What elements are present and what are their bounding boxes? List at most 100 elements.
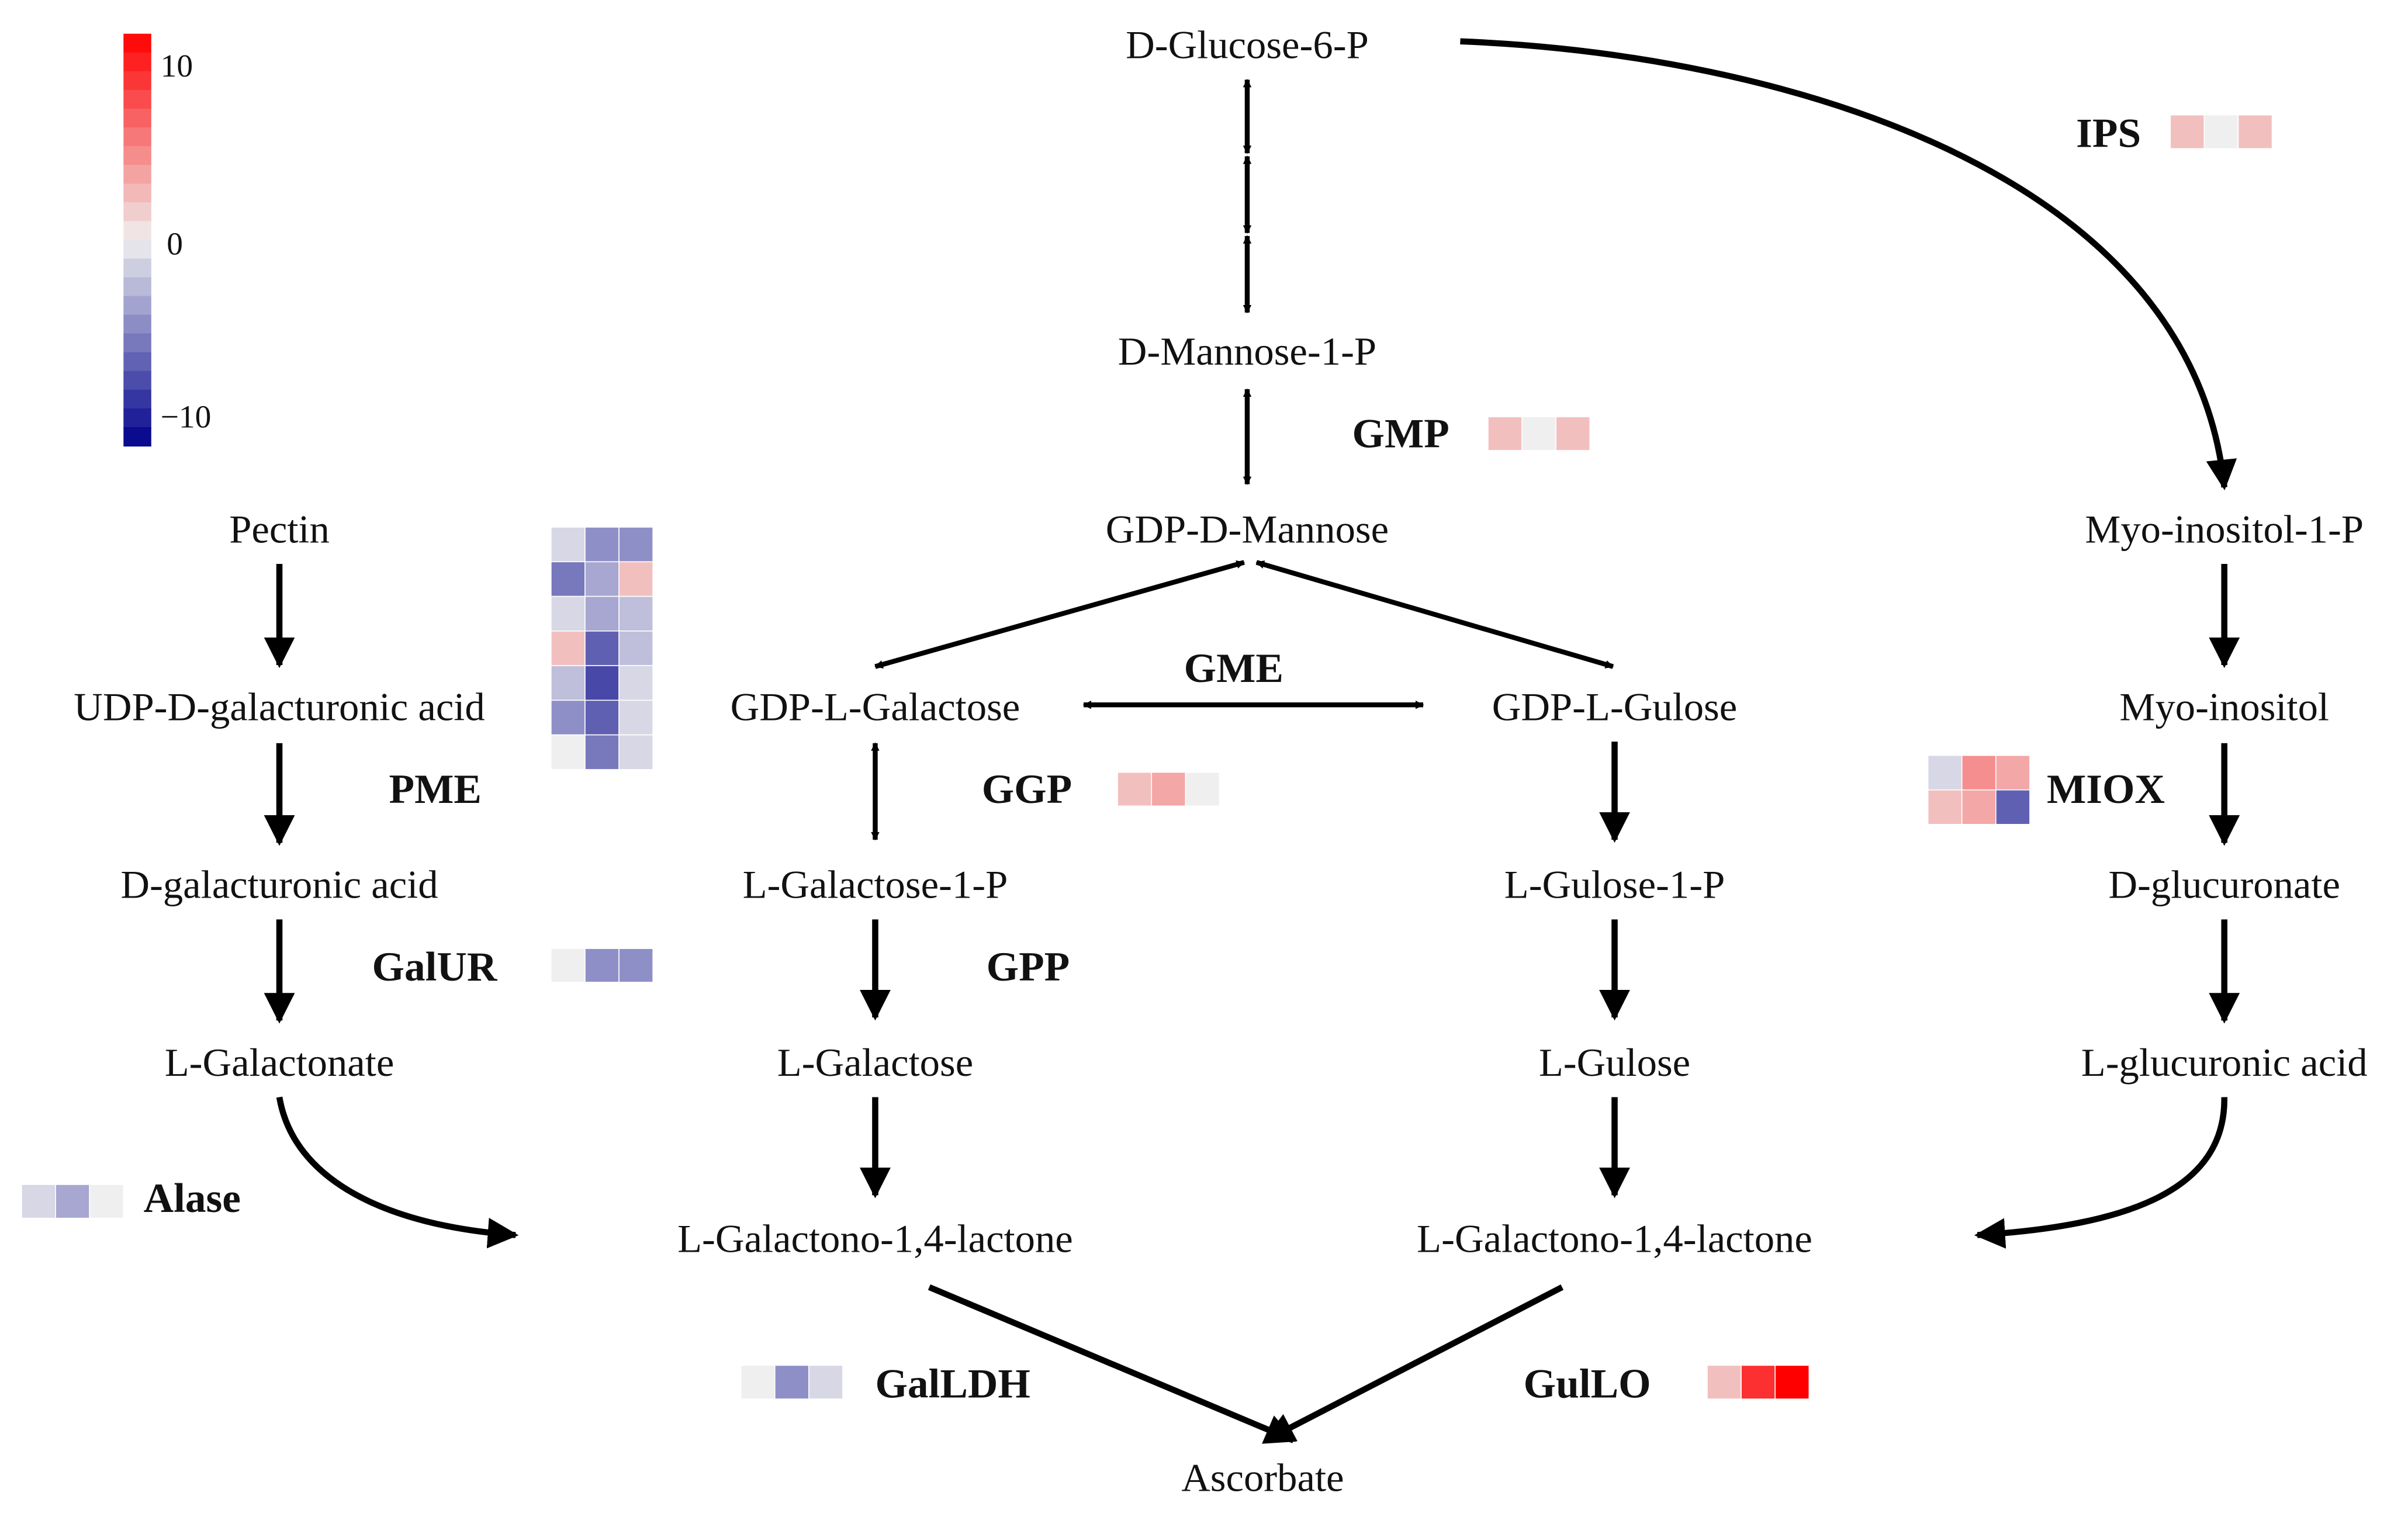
color-scale-segment — [123, 71, 151, 91]
enzyme-gullo: GulLO — [1524, 1362, 1651, 1407]
node-l-galactose-1-p: L-Galactose-1-P — [743, 863, 1008, 907]
color-scale-segment — [123, 221, 151, 241]
heatmap-cell-ggp — [1117, 771, 1152, 807]
heatmap-cell-miox — [1961, 754, 1997, 791]
color-scale-segment — [123, 240, 151, 259]
heatmap-cell-pme — [584, 699, 620, 736]
node-pectin: Pectin — [229, 507, 330, 551]
heatmap-cell-gullo — [1741, 1364, 1776, 1400]
heatmap-cell-pme — [551, 699, 586, 736]
node-myo-inositol: Myo-inositol — [2119, 685, 2329, 729]
enzyme-galldh: GalLDH — [875, 1362, 1030, 1407]
heatmap-cell-pme — [584, 734, 620, 770]
heatmap-cell-gmp — [1487, 416, 1523, 451]
heatmap-cell-ips — [2203, 114, 2239, 150]
heatmap-cell-pme — [551, 631, 586, 666]
heatmap-gmp — [1487, 416, 1591, 451]
heatmap-cell-miox — [1961, 789, 1997, 825]
node-l-galactono-lactone-left: L-Galactono-1,4-lactone — [677, 1217, 1073, 1261]
heatmap-miox — [1927, 754, 2030, 825]
heatmap-cell-pme — [618, 631, 653, 666]
node-d-glucuronate: D-glucuronate — [2108, 863, 2340, 907]
heatmap-galur — [551, 948, 653, 983]
scale-mid-label: 0 — [167, 226, 183, 261]
heatmap-cell-gullo — [1774, 1364, 1810, 1400]
arrow-galactonate-lactone — [276, 1096, 519, 1249]
color-scale-segment — [123, 89, 151, 109]
arrow-gdpmannose-gdpgulose — [1255, 560, 1614, 669]
scale-max-label: 10 — [161, 48, 193, 84]
heatmap-cell-galldh — [740, 1364, 776, 1400]
heatmap-ggp — [1117, 771, 1220, 807]
color-scale-segment — [123, 33, 151, 53]
heatmap-galldh — [740, 1364, 843, 1400]
enzyme-ggp: GGP — [982, 767, 1072, 812]
heatmap-cell-galldh — [774, 1364, 809, 1400]
color-scale-segment — [123, 202, 151, 222]
node-l-galactose: L-Galactose — [777, 1040, 973, 1085]
heatmap-cell-pme — [618, 734, 653, 770]
enzyme-gmp: GMP — [1352, 411, 1449, 457]
node-gdp-l-gulose: GDP-L-Gulose — [1492, 685, 1737, 729]
enzyme-alase: Alase — [144, 1176, 241, 1221]
arrow-glucose-myoinositol1p — [1460, 38, 2237, 491]
enzyme-gpp: GPP — [987, 944, 1070, 990]
enzyme-galur: GalUR — [372, 944, 497, 990]
color-scale-segment — [123, 333, 151, 353]
node-l-galactono-lactone-right: L-Galactono-1,4-lactone — [1417, 1217, 1812, 1261]
heatmap-cell-miox — [1927, 754, 1963, 791]
node-l-galactonate: L-Galactonate — [165, 1040, 395, 1085]
heatmap-cell-galur — [584, 948, 620, 983]
heatmap-cell-pme — [618, 527, 653, 563]
heatmap-ips — [2170, 114, 2273, 150]
color-scale-segment — [123, 258, 151, 278]
pathway-arrows — [264, 38, 2240, 1444]
enzyme-labels: IPS GMP GME GGP GPP PME GalUR Alase MIOX… — [144, 111, 2165, 1407]
arrow-lactone-left-ascorbate — [928, 1284, 1297, 1444]
color-scale-segment — [123, 389, 151, 409]
heatmap-cell-ggp — [1185, 771, 1220, 807]
heatmap-cell-pme — [618, 699, 653, 736]
color-scale-segment — [123, 127, 151, 147]
metabolite-labels: D-Glucose-6-P D-Mannose-1-P GDP-D-Mannos… — [74, 23, 2367, 1500]
node-udp-d-galacturonic-acid: UDP-D-galacturonic acid — [74, 685, 485, 729]
heatmap-gullo — [1707, 1364, 1810, 1400]
color-scale-legend: 10 0 −10 — [123, 33, 211, 447]
enzyme-pme: PME — [389, 767, 482, 812]
heatmap-cell-ggp — [1151, 771, 1186, 807]
enzyme-miox: MIOX — [2047, 767, 2165, 812]
heatmap-cell-pme — [618, 561, 653, 597]
color-scale-segment — [123, 108, 151, 129]
node-l-glucuronic-acid: L-glucuronic acid — [2081, 1040, 2368, 1085]
color-scale-segment — [123, 183, 151, 203]
heatmap-cell-pme — [551, 527, 586, 563]
node-gdp-l-galactose: GDP-L-Galactose — [731, 685, 1020, 729]
heatmap-cell-galur — [618, 948, 653, 983]
heatmap-cell-pme — [618, 665, 653, 701]
node-l-gulose: L-Gulose — [1539, 1040, 1690, 1085]
heatmap-cell-pme — [584, 631, 620, 666]
arrow-lactone-right-ascorbate — [1262, 1284, 1564, 1443]
color-scale-segment — [123, 296, 151, 316]
heatmap-cell-pme — [584, 527, 620, 563]
heatmap-cell-pme — [618, 595, 653, 632]
node-d-galacturonic-acid: D-galacturonic acid — [120, 863, 438, 907]
node-l-gulose-1-p: L-Gulose-1-P — [1504, 863, 1725, 907]
heatmap-cell-pme — [584, 561, 620, 597]
color-scale-segment — [123, 165, 151, 185]
heatmap-cell-gmp — [1521, 416, 1556, 451]
node-glucose-6-p: D-Glucose-6-P — [1126, 23, 1369, 67]
heatmap-cell-miox — [1995, 789, 2030, 825]
enzyme-gme: GME — [1184, 646, 1283, 691]
heatmap-cell-alase — [55, 1184, 90, 1219]
color-scale-bar — [123, 33, 151, 447]
node-myo-inositol-1-p: Myo-inositol-1-P — [2085, 507, 2364, 551]
heatmap-cell-pme — [584, 665, 620, 701]
color-scale-segment — [123, 314, 151, 334]
enzyme-ips: IPS — [2076, 111, 2141, 157]
arrow-glucuronic-lactone — [1974, 1097, 2228, 1249]
heatmap-cell-ips — [2170, 114, 2205, 150]
color-scale-segment — [123, 146, 151, 166]
heatmap-cell-pme — [551, 665, 586, 701]
